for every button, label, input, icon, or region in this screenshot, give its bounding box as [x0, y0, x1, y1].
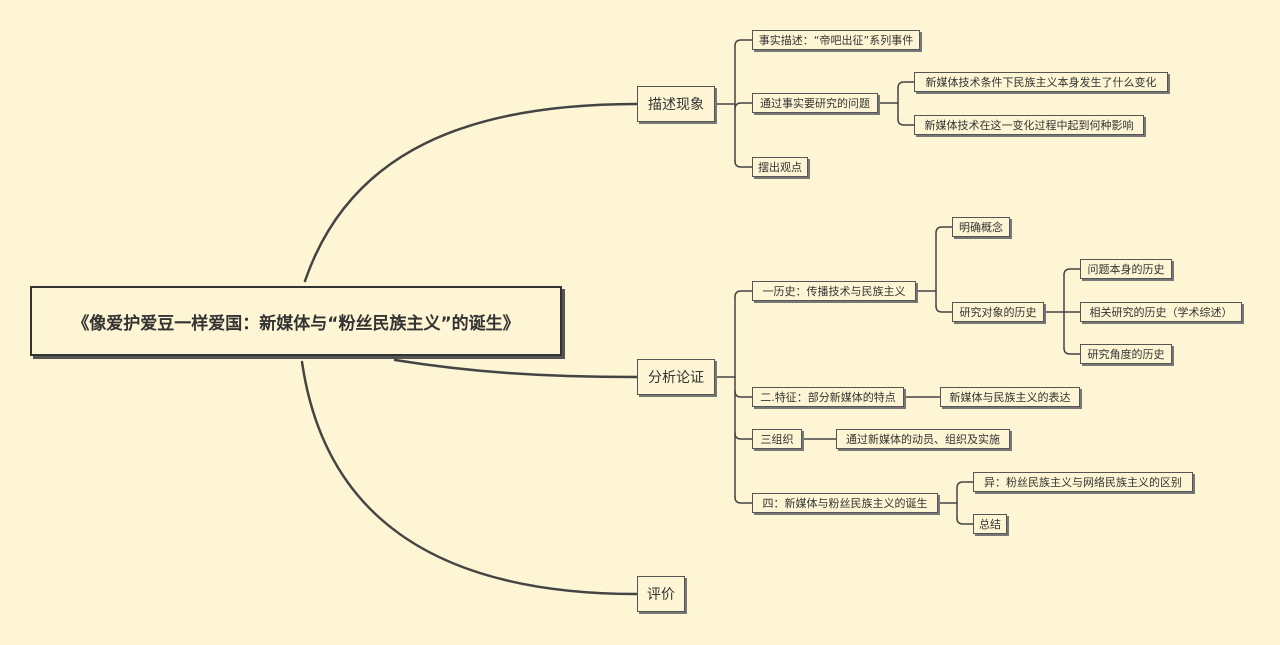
node-research-question[interactable]: 通过事实要研究的问题: [752, 93, 878, 113]
node-features[interactable]: 二.特征：部分新媒体的特点: [752, 387, 904, 407]
connector-history-branch-0: [935, 226, 953, 234]
node-problem-history[interactable]: 问题本身的历史: [1080, 259, 1172, 279]
node-mobilization[interactable]: 通过新媒体的动员、组织及实施: [836, 429, 1010, 449]
connector-object-branch-0: [1063, 268, 1081, 276]
connector-question-branch-1: [897, 118, 915, 126]
connector-root-analysis: [393, 358, 639, 379]
node-fact-description[interactable]: 事实描述：“帝吧出征”系列事件: [752, 30, 920, 50]
node-difference[interactable]: 异：粉丝民族主义与网络民族主义的区别: [973, 472, 1193, 492]
node-history[interactable]: 一历史：传播技术与民族主义: [752, 281, 916, 301]
connector-question-branch-0: [897, 81, 915, 89]
branch-evaluation[interactable]: 评价: [637, 576, 685, 612]
node-question-change[interactable]: 新媒体技术条件下民族主义本身发生了什么变化: [914, 72, 1168, 92]
connector-fan-branch-0: [956, 481, 974, 489]
connector-describe-branch-0: [734, 39, 753, 47]
connector-describe-branch-2: [734, 160, 753, 168]
connector-analysis-branch-0: [734, 290, 753, 298]
node-clarify-concept[interactable]: 明确概念: [952, 217, 1010, 237]
connector-history-branch-1: [935, 305, 953, 313]
node-summary[interactable]: 总结: [973, 514, 1007, 534]
connector-analysis-branch-2: [734, 432, 753, 440]
connector-analysis-branch-1: [734, 390, 753, 398]
node-organization[interactable]: 三组织: [752, 429, 802, 449]
node-viewpoint[interactable]: 摆出观点: [752, 157, 808, 177]
node-object-history[interactable]: 研究对象的历史: [952, 302, 1044, 322]
connector-describe-branch-1: [734, 102, 753, 110]
connector-root-evaluation: [300, 360, 639, 596]
connector-object-branch-2: [1063, 347, 1081, 355]
node-research-history[interactable]: 相关研究的历史（学术综述）: [1080, 302, 1242, 322]
node-expression[interactable]: 新媒体与民族主义的表达: [940, 387, 1080, 407]
connector-root-describe: [303, 102, 639, 283]
node-question-influence[interactable]: 新媒体技术在这一变化过程中起到何种影响: [914, 115, 1144, 135]
branch-analysis[interactable]: 分析论证: [637, 359, 715, 395]
root-node[interactable]: 《像爱护爱豆一样爱国：新媒体与“粉丝民族主义”的诞生》: [30, 286, 562, 356]
connector-analysis-branch-3: [734, 496, 753, 504]
node-fan-nationalism[interactable]: 四：新媒体与粉丝民族主义的诞生: [752, 493, 938, 513]
node-perspective-history[interactable]: 研究角度的历史: [1080, 344, 1172, 364]
connector-fan-branch-1: [956, 517, 974, 525]
branch-describe[interactable]: 描述现象: [637, 86, 715, 122]
